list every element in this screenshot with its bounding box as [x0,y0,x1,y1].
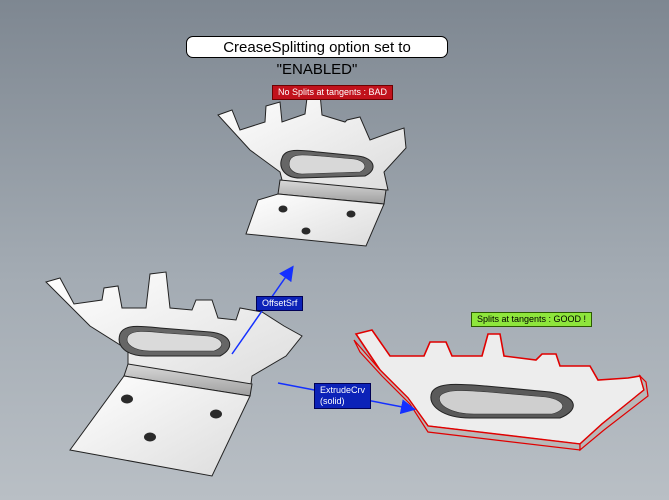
offsetsrf-label: OffsetSrf [256,296,304,311]
extrudecrv-label: ExtrudeCrv (solid) [314,383,372,409]
extrudecrv-label-line1: ExtrudeCrv [320,385,366,395]
right-solid-model [353,329,649,452]
title-box: CreaseSplitting option set to "ENABLED" [186,36,448,78]
offset-arrow [231,265,294,355]
extrudecrv-label-line2: (solid) [320,396,345,406]
left-bracket-model [45,271,303,477]
bad-label: No Splits at tangents : BAD [272,85,394,100]
top-bracket-model [217,93,407,247]
good-label: Splits at tangents : GOOD ! [471,312,593,327]
